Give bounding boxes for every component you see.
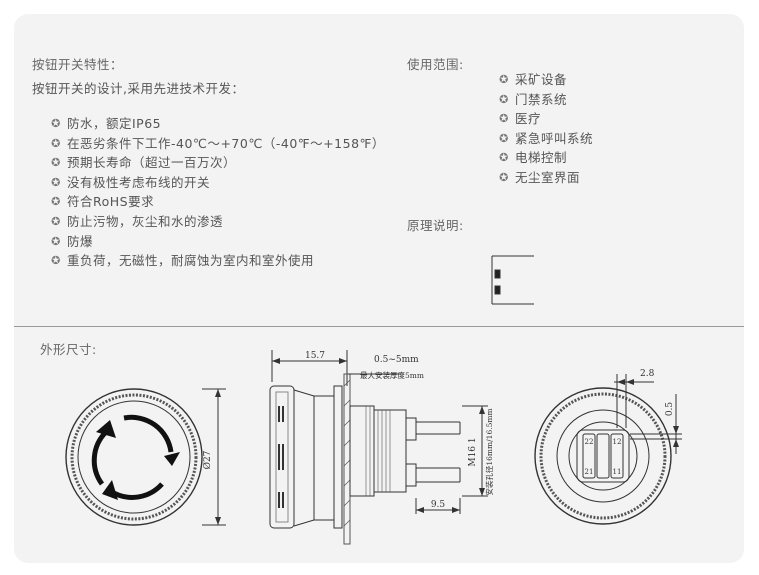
features-title: 按钮开关特性： xyxy=(32,57,124,72)
bullet-icon: ✪ xyxy=(51,214,61,228)
spec-card: 按钮开关特性： 按钮开关的设计,采用先进技术开发： ✪防水，额定IP65 ✪在恶… xyxy=(14,14,744,563)
rear-view xyxy=(534,374,682,525)
bullet-icon: ✪ xyxy=(499,131,509,145)
bullet-icon: ✪ xyxy=(51,156,61,170)
feature-item: ✪符合RoHS要求 xyxy=(50,192,385,212)
principle-title: 原理说明: xyxy=(407,218,464,233)
front-view xyxy=(65,388,226,526)
feature-item: ✪重负荷，无磁性，耐腐蚀为室内和室外使用 xyxy=(50,251,385,271)
dimensions-title: 外形尺寸: xyxy=(40,342,97,357)
bullet-icon: ✪ xyxy=(499,170,509,184)
bullet-icon: ✪ xyxy=(499,73,509,86)
application-item: ✪电梯控制 xyxy=(498,148,593,168)
side-length-label: 15.7 xyxy=(305,351,325,361)
feature-item: ✪预期长寿命（超过一百万次） xyxy=(50,153,385,173)
pin-width-label: 2.8 xyxy=(640,369,655,379)
side-view xyxy=(269,350,488,545)
mount-hole-label: 安装孔径16mm/16.5mm xyxy=(484,408,494,495)
bullet-icon: ✪ xyxy=(499,112,509,126)
section-divider xyxy=(14,326,744,327)
bullet-icon: ✪ xyxy=(499,151,509,165)
dimension-drawings: Ø27 xyxy=(65,350,682,545)
terminal-label: 11 xyxy=(613,468,622,476)
panel-note-label: 最大安装厚度5mm xyxy=(360,370,424,380)
application-item: ✪医疗 xyxy=(498,109,593,129)
terminal-label: 22 xyxy=(585,438,594,446)
terminal-label: 21 xyxy=(585,468,594,476)
bullet-icon: ✪ xyxy=(51,254,61,268)
bullet-icon: ✪ xyxy=(51,195,61,209)
bullet-icon: ✪ xyxy=(51,234,61,248)
bullet-icon: ✪ xyxy=(51,117,61,130)
feature-item: ✪在恶劣条件下工作-40℃～+70℃（-40℉～+158℉） xyxy=(50,134,385,154)
feature-item: ✪没有极性考虑布线的开关 xyxy=(50,173,385,193)
application-item: ✪紧急呼叫系统 xyxy=(498,129,593,149)
front-diameter-label: Ø27 xyxy=(202,450,213,469)
bullet-icon: ✪ xyxy=(499,92,509,106)
bullet-icon: ✪ xyxy=(51,136,61,150)
terminal-label: 12 xyxy=(613,438,622,446)
application-item: ✪无尘室界面 xyxy=(498,168,593,188)
application-item: ✪采矿设备 xyxy=(498,70,593,90)
applications-list: ✪采矿设备 ✪门禁系统 ✪医疗 ✪紧急呼叫系统 ✪电梯控制 ✪无尘室界面 xyxy=(498,70,593,188)
feature-item: ✪防止污物，灰尘和水的渗透 xyxy=(50,212,385,232)
feature-item: ✪防爆 xyxy=(50,232,385,252)
feature-item: ✪防水，额定IP65 xyxy=(50,114,385,134)
applications-title: 使用范围: xyxy=(407,57,464,72)
terminal-length-label: 9.5 xyxy=(431,500,446,510)
panel-thickness-label: 0.5~5mm xyxy=(374,355,419,365)
application-item: ✪门禁系统 xyxy=(498,90,593,110)
bullet-icon: ✪ xyxy=(51,175,61,189)
thread-label: M16 1 xyxy=(468,437,478,466)
pin-thickness-label: 0.5 xyxy=(665,402,675,417)
features-intro: 按钮开关的设计,采用先进技术开发： xyxy=(32,81,245,96)
features-list: ✪防水，额定IP65 ✪在恶劣条件下工作-40℃～+70℃（-40℉～+158℉… xyxy=(50,114,385,271)
